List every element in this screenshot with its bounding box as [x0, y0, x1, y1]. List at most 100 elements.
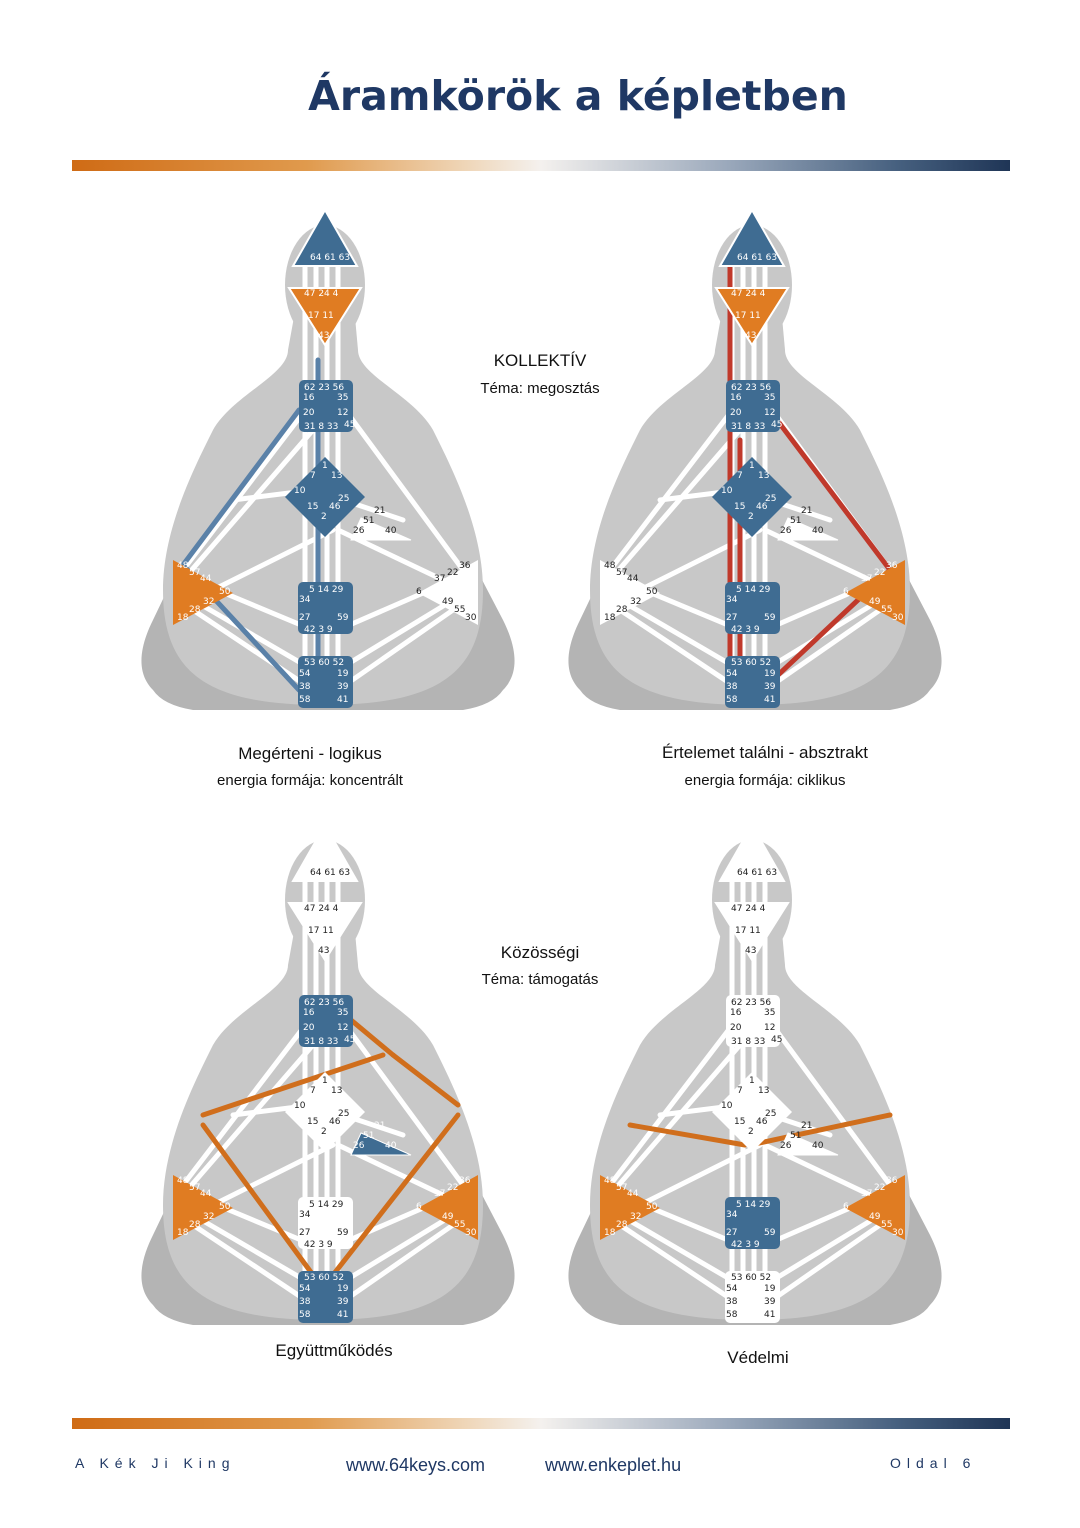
gate-label-spleen_7: 18: [177, 613, 189, 623]
gate-label-sp_3: 37: [861, 574, 872, 584]
gate-label-spleen_3: 44: [627, 574, 639, 584]
ajna-center: [287, 287, 363, 347]
colored-channel-1: [390, 1052, 461, 1108]
gate-label-spleen_7: 18: [604, 1228, 616, 1238]
gate-label-g_7: 46: [329, 1117, 341, 1127]
gate-label-root_2: 54: [299, 669, 311, 679]
gate-label-head: 64 61 63: [310, 253, 350, 263]
gate-label-sacral_4: 59: [764, 1228, 776, 1238]
gate-label-sacral_5: 42 3 9: [304, 625, 333, 635]
g-center: [285, 457, 365, 537]
gate-label-g_5: 25: [338, 494, 349, 504]
gate-label-root_3: 19: [337, 669, 349, 679]
sacral-center: [298, 582, 353, 634]
gate-label-root_3: 19: [764, 669, 776, 679]
gate-label-sacral_2: 34: [299, 1210, 311, 1220]
g-center: [712, 1072, 792, 1152]
gate-label-throat_3: 35: [764, 1008, 775, 1018]
gate-label-throat_6: 31 8 33: [731, 422, 765, 432]
gate-label-g_8: 2: [321, 1127, 327, 1137]
channel-line-12: [762, 1222, 883, 1308]
gate-label-spleen_7: 18: [177, 1228, 189, 1238]
gate-label-throat_5: 12: [764, 1023, 775, 1033]
ego-center: [350, 1132, 412, 1156]
gate-label-g_4: 10: [721, 486, 733, 496]
gate-label-head: 64 61 63: [737, 253, 777, 263]
gate-label-ego_1: 21: [801, 1121, 812, 1131]
gate-label-sp_2: 22: [447, 568, 458, 578]
gate-label-spleen_6: 28: [616, 1220, 628, 1230]
gate-label-spleen_1: 48: [604, 561, 616, 571]
gate-label-sacral_3: 27: [726, 613, 737, 623]
gate-label-ego_3: 26: [353, 1141, 365, 1151]
gate-label-throat_7: 45: [771, 420, 782, 430]
gate-label-throat_7: 45: [344, 1035, 355, 1045]
gate-label-root_2: 54: [726, 1284, 738, 1294]
gate-label-root_7: 41: [764, 1310, 775, 1320]
channel-line-6: [607, 1042, 743, 1198]
gate-label-ego_2: 51: [363, 516, 374, 526]
gate-label-sp_5: 49: [442, 597, 454, 607]
gate-label-sp_1: 36: [459, 561, 471, 571]
gate-label-sacral_5: 42 3 9: [304, 1240, 333, 1250]
gate-label-sp_2: 22: [874, 1183, 885, 1193]
channel-line-12: [762, 607, 883, 693]
page-title: Áramkörök a képletben: [308, 72, 848, 120]
gate-label-ego_1: 21: [374, 506, 385, 516]
channel-line-6: [607, 427, 743, 583]
gate-label-g_8: 2: [321, 512, 327, 522]
gate-label-throat_6: 31 8 33: [731, 1037, 765, 1047]
gate-label-root_6: 58: [299, 695, 311, 705]
gate-label-g_3: 13: [758, 471, 769, 481]
gate-label-ego_3: 26: [780, 1141, 792, 1151]
gate-label-ego_3: 26: [353, 526, 365, 536]
gate-label-ajna_mid: 17 11: [735, 926, 761, 936]
channel-line-8: [190, 597, 316, 673]
gate-label-g_2: 7: [737, 1086, 743, 1096]
gate-label-ego_4: 40: [385, 1141, 397, 1151]
gate-label-sp_4: 6: [843, 587, 849, 597]
gate-label-spleen_3: 44: [200, 574, 212, 584]
gate-label-g_4: 10: [721, 1101, 733, 1111]
root-center: [725, 656, 780, 708]
spleen-center: [600, 560, 660, 625]
gate-label-ajna_mid: 17 11: [308, 311, 334, 321]
gate-label-g_8: 2: [748, 1127, 754, 1137]
gate-label-throat_7: 45: [771, 1035, 782, 1045]
head-center: [718, 822, 786, 882]
gate-label-spleen_1: 48: [177, 561, 189, 571]
gate-label-sp_4: 6: [843, 1202, 849, 1212]
colored-channel-4: [330, 1112, 461, 1278]
channel-line-6: [180, 427, 316, 583]
gate-label-spleen_2: 57: [616, 1183, 627, 1193]
channel-line-4: [607, 1012, 743, 1188]
sacral-center: [725, 1197, 780, 1249]
channel-line-5: [762, 1012, 893, 1188]
gate-label-g_6: 15: [734, 502, 745, 512]
gate-label-ego_4: 40: [385, 526, 397, 536]
gate-label-root_5: 39: [337, 1297, 349, 1307]
gate-label-spleen_3: 44: [200, 1189, 212, 1199]
gate-label-throat_2: 16: [730, 1008, 742, 1018]
gate-label-throat_2: 16: [303, 393, 315, 403]
caption-logical: Megérteni - logikus: [238, 744, 382, 763]
footer-book-title: A Kék Ji King: [75, 1455, 236, 1471]
root-center: [298, 1271, 353, 1323]
footer-link-64keys[interactable]: www.64keys.com: [346, 1455, 486, 1475]
gate-label-throat_1: 62 23 56: [731, 383, 771, 393]
gate-label-ajna_bottom: 43: [318, 946, 329, 956]
gate-label-ego_1: 21: [801, 506, 812, 516]
root-center: [298, 656, 353, 708]
gate-label-sacral_3: 27: [726, 1228, 737, 1238]
gate-label-ego_4: 40: [812, 526, 824, 536]
top-divider-bar: [72, 160, 1010, 171]
gate-label-root_7: 41: [764, 695, 775, 705]
gate-label-sacral_2: 34: [726, 1210, 738, 1220]
footer-link-enkeplet[interactable]: www.enkeplet.hu: [545, 1455, 682, 1475]
gate-label-ajna_bottom: 43: [318, 331, 329, 341]
colored-channel-0: [627, 1122, 748, 1148]
gate-label-sp_1: 36: [459, 1176, 471, 1186]
gate-label-ajna_top: 47 24 4: [731, 904, 766, 914]
